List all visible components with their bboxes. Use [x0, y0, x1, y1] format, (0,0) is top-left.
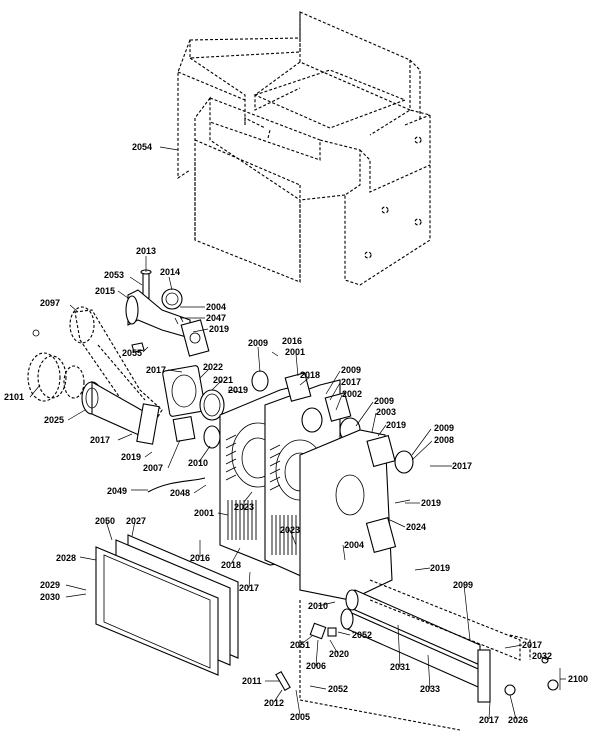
label-2017: 2017 — [239, 583, 259, 593]
label-2101: 2101 — [4, 392, 24, 402]
label-2004: 2004 — [206, 302, 226, 312]
blower-assembly — [27, 352, 160, 445]
label-2026: 2026 — [508, 715, 528, 725]
label-2004: 2004 — [344, 540, 364, 550]
label-2019: 2019 — [121, 452, 141, 462]
label-2055: 2055 — [122, 348, 142, 358]
label-2001: 2001 — [285, 347, 305, 357]
label-2017: 2017 — [90, 435, 110, 445]
label-2032: 2032 — [532, 651, 552, 661]
label-2019: 2019 — [209, 324, 229, 334]
heat-exchanger-sections — [219, 372, 397, 601]
label-2023: 2023 — [234, 502, 254, 512]
label-2009: 2009 — [434, 423, 454, 433]
label-2002: 2002 — [342, 389, 362, 399]
label-2006: 2006 — [306, 661, 326, 671]
label-2019: 2019 — [228, 385, 248, 395]
label-2019: 2019 — [386, 420, 406, 430]
label-2049: 2049 — [107, 486, 127, 496]
label-2025: 2025 — [44, 415, 64, 425]
gas-valve-assembly — [125, 269, 210, 357]
label-2011: 2011 — [242, 676, 262, 686]
label-2099: 2099 — [453, 580, 473, 590]
label-2051: 2051 — [290, 640, 310, 650]
label-2017: 2017 — [146, 365, 166, 375]
label-2010: 2010 — [308, 601, 328, 611]
label-2017: 2017 — [341, 377, 361, 387]
label-2016: 2016 — [282, 336, 302, 346]
label-2053: 2053 — [104, 270, 124, 280]
label-2019: 2019 — [421, 498, 441, 508]
label-2048: 2048 — [170, 488, 190, 498]
label-2009: 2009 — [248, 338, 268, 348]
label-2052: 2052 — [328, 684, 348, 694]
label-2054: 2054 — [132, 142, 152, 152]
label-2001: 2001 — [194, 508, 214, 518]
leader-lines — [29, 146, 566, 720]
flue-collector — [299, 579, 531, 731]
label-2007: 2007 — [143, 463, 163, 473]
small-hardware — [147, 477, 559, 696]
gaskets — [162, 365, 414, 474]
label-2005: 2005 — [290, 712, 310, 722]
label-2097: 2097 — [40, 298, 60, 308]
label-2017: 2017 — [452, 461, 472, 471]
label-2017: 2017 — [479, 715, 499, 725]
label-2003: 2003 — [376, 407, 396, 417]
label-2018: 2018 — [221, 560, 241, 570]
label-2017: 2017 — [522, 640, 542, 650]
label-2100: 2100 — [568, 674, 588, 684]
label-2022: 2022 — [203, 362, 223, 372]
callout-labels: 2054 2013 2053 2014 2015 2097 2004 2047 … — [4, 142, 588, 725]
label-2019: 2019 — [430, 563, 450, 573]
label-2050: 2050 — [95, 516, 115, 526]
label-2023: 2023 — [280, 525, 300, 535]
label-2009: 2009 — [341, 365, 361, 375]
label-2029: 2029 — [40, 580, 60, 590]
front-jacket-panels — [95, 534, 239, 676]
label-2031: 2031 — [390, 662, 410, 672]
label-2027: 2027 — [126, 516, 146, 526]
label-2052: 2052 — [352, 630, 372, 640]
label-2018: 2018 — [300, 370, 320, 380]
label-2015: 2015 — [95, 286, 115, 296]
label-2020: 2020 — [329, 649, 349, 659]
label-2033: 2033 — [420, 684, 440, 694]
label-2016: 2016 — [190, 553, 210, 563]
label-2008: 2008 — [434, 435, 454, 445]
label-2024: 2024 — [406, 522, 426, 532]
label-2012: 2012 — [264, 698, 284, 708]
jacket-enclosure — [177, 11, 431, 286]
label-2028: 2028 — [56, 553, 76, 563]
label-2013: 2013 — [136, 246, 156, 256]
label-2010: 2010 — [188, 458, 208, 468]
label-2021: 2021 — [213, 375, 233, 385]
label-2047: 2047 — [206, 313, 226, 323]
label-2009: 2009 — [374, 396, 394, 406]
label-2030: 2030 — [40, 592, 60, 602]
label-2014: 2014 — [160, 267, 180, 277]
